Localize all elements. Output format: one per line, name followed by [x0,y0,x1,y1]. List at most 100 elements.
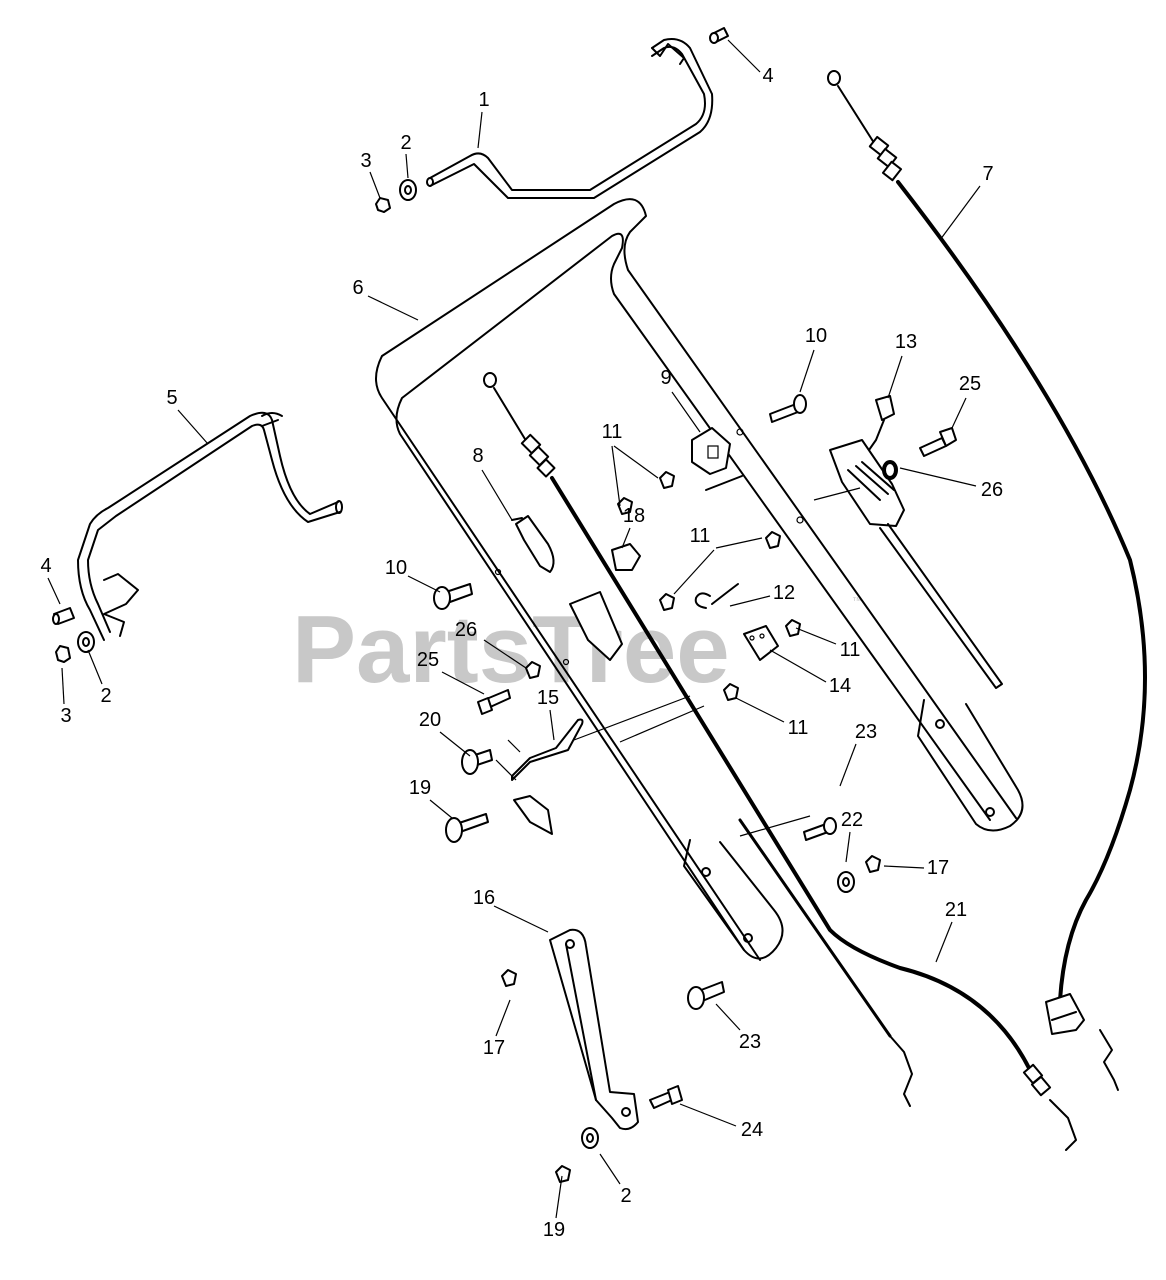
callout-label-c23a: 23 [855,721,877,743]
part-15-bracket [495,718,584,835]
leader-line-c6 [367,295,419,321]
callout-label-c15: 15 [537,687,559,709]
callout-label-c1: 1 [478,89,489,111]
part-26-washer-upper [882,460,898,480]
callout-label-c7: 7 [982,163,993,185]
part-24-bolt [649,1085,683,1109]
leader-line-c2b [87,649,103,685]
part-23-bolt-upper [803,817,837,841]
callout-label-c11d: 11 [788,717,809,739]
leader-line-c16 [493,905,549,933]
callout-label-c8: 8 [472,445,483,467]
callout-label-c2a: 2 [400,132,411,154]
callout-label-c4b: 4 [40,555,51,577]
part-23-bolt-lower [687,981,725,1010]
leader-line-c12 [729,595,771,607]
part-1-wire-bail [426,38,714,199]
leader-line-c18 [621,527,631,549]
leader-line-c17b [495,999,511,1037]
part-21-control-cable [483,372,1077,1151]
leader-line-c1 [477,111,483,149]
leader-line-extra-2 [673,549,715,595]
leader-line-c26b [483,639,527,669]
leader-line-c15 [549,709,555,741]
callout-label-c17b: 17 [483,1037,505,1059]
leader-line-extra-0 [611,445,621,507]
callout-label-c2c: 2 [620,1185,631,1207]
part-10-bolt-lower [433,583,473,610]
leader-line-c7 [939,185,981,241]
leader-line-c3a [369,171,381,199]
callout-label-c24: 24 [741,1119,763,1141]
part-4-pin-upper [709,27,729,44]
part-4-pin-lower [52,607,75,625]
leader-line-extra-3 [715,537,763,549]
leader-line-extra-1 [613,445,659,479]
callout-label-c3a: 3 [360,150,371,172]
assembly-lines [573,487,861,837]
watermark-text: PartsTree [292,596,730,703]
part-9-clip [691,427,743,491]
callout-label-c13: 13 [895,331,917,353]
leader-line-c3b [61,667,65,705]
callout-label-c19a: 19 [409,777,431,799]
callout-label-c16: 16 [473,887,495,909]
leader-line-c23b [715,1003,741,1031]
leader-line-c2a [405,153,409,179]
part-18-clip [569,543,641,661]
part-2-washer-upper [399,179,417,201]
callout-label-c19b: 19 [543,1219,565,1241]
callout-label-c10b: 10 [385,557,407,579]
callout-label-c9: 9 [660,367,671,389]
part-25-bolt-upper [919,427,957,457]
part-14-bracket [743,625,779,661]
callout-label-c26b: 26 [455,619,477,641]
leader-line-c25a [951,397,967,429]
leader-line-c14 [769,649,827,683]
callout-label-c11a: 11 [602,421,623,443]
part-16-mounting-bracket [549,928,639,1131]
part-13-control-lever [829,395,1003,689]
part-7-control-cable [827,70,1147,1091]
callout-label-c14: 14 [829,675,851,697]
leader-line-c10a [799,349,815,393]
leader-line-c21 [935,921,953,963]
part-3-nut-left [55,645,71,663]
leader-line-c5 [177,409,209,445]
leader-line-c13 [887,355,903,399]
leader-line-c11c [795,627,837,645]
part-25-bolt-lower [477,689,511,715]
watermark-trademark: ™ [852,596,862,607]
part-12-hairpin [694,583,739,609]
callout-label-c10a: 10 [805,325,827,347]
leader-line-c2c [599,1153,621,1185]
callout-label-c23b: 23 [739,1031,761,1053]
leader-line-c19a [429,799,453,819]
callout-label-c11b: 11 [690,525,711,547]
leader-line-c23a [839,743,857,787]
leader-line-c8 [481,469,513,521]
leader-line-c4b [47,577,61,605]
callout-label-c20: 20 [419,709,441,731]
part-19-bolt [445,813,489,843]
callout-label-c11c: 11 [840,639,861,661]
part-20-bolt [461,749,493,775]
leader-line-c22 [845,831,851,863]
part-5-wire-bail [77,411,343,641]
callout-label-c17a: 17 [927,857,949,879]
callout-label-c25a: 25 [959,373,981,395]
part-3-nut-upper [375,197,391,213]
leader-line-c17a [883,865,925,869]
callout-label-c6: 6 [352,277,363,299]
leader-line-c25b [441,671,485,695]
callout-label-c12: 12 [773,582,795,604]
callout-label-c4a: 4 [762,65,773,87]
callout-label-c3b: 3 [60,705,71,727]
callout-label-c26a: 26 [981,479,1003,501]
leader-line-c20 [439,731,471,757]
part-6-upper-handle [375,198,1024,961]
callout-label-c5: 5 [166,387,177,409]
